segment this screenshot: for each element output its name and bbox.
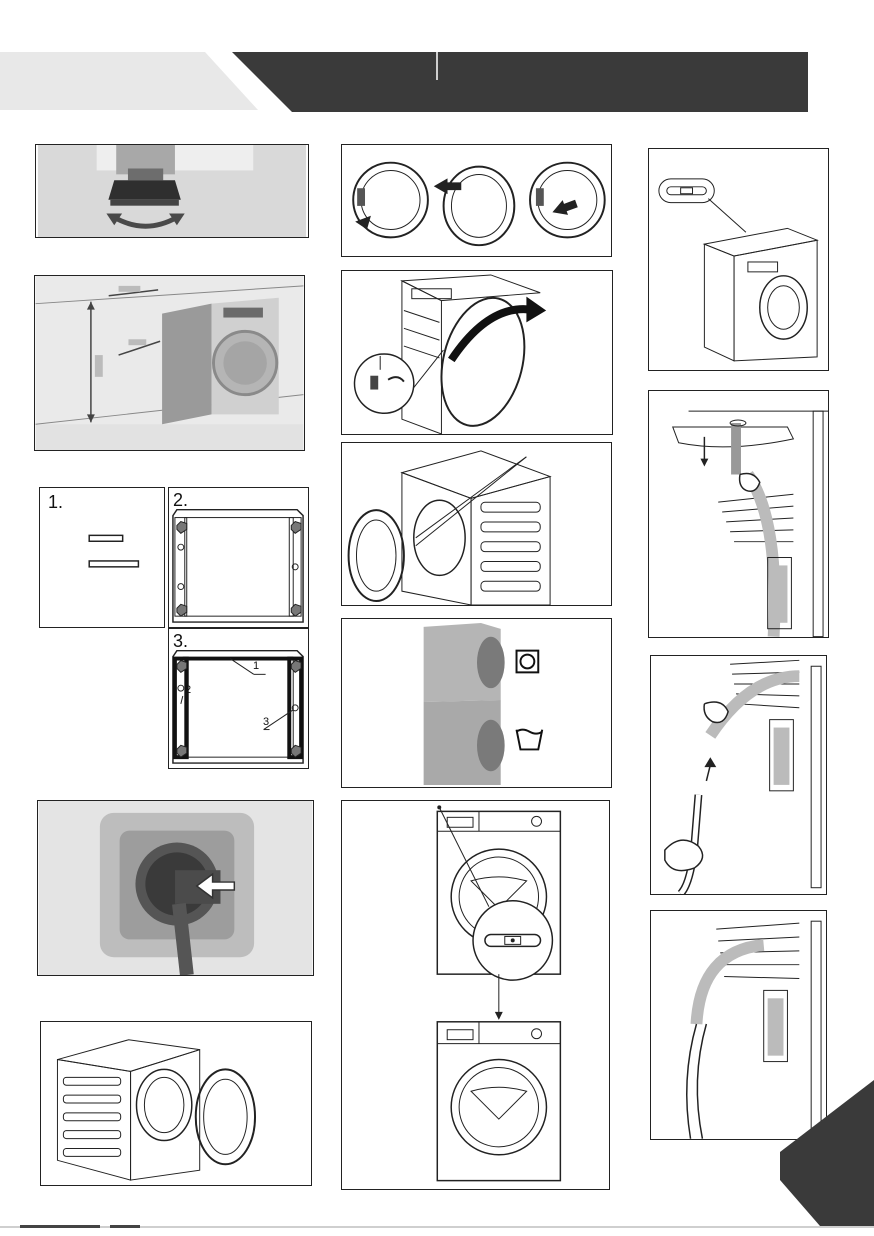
callout-3: 3 [263,716,269,728]
panel-power-plug [37,800,314,976]
panel-hose-connection [650,655,827,895]
callout-2: 2 [185,684,191,696]
panel-hinge-mounting [341,270,613,435]
panel-stacked-level [341,800,610,1190]
header-banner [0,0,874,120]
panel-hinge-screws [341,442,612,606]
panel-step-3: 3. 1 2 3 [168,628,309,769]
hose-insert-arrow-icon [704,757,716,781]
panel-machine-level [648,148,829,371]
panel-drain-hose-sink [648,390,829,638]
corner-page-tab [780,1080,874,1226]
callout-1: 1 [253,660,259,672]
panel-clearance-dimensions [34,275,305,451]
panel-door-reversal [341,144,612,257]
panel-step-2: 2. [168,487,309,628]
bottom-strip [0,1218,874,1226]
panel-step-1: 1. [39,487,165,628]
panel-stacking-symbols [341,618,612,788]
panel-door-open-left [40,1021,312,1186]
door-hinge-arrow-icon [434,178,462,194]
panel-adjustable-foot [35,144,309,238]
